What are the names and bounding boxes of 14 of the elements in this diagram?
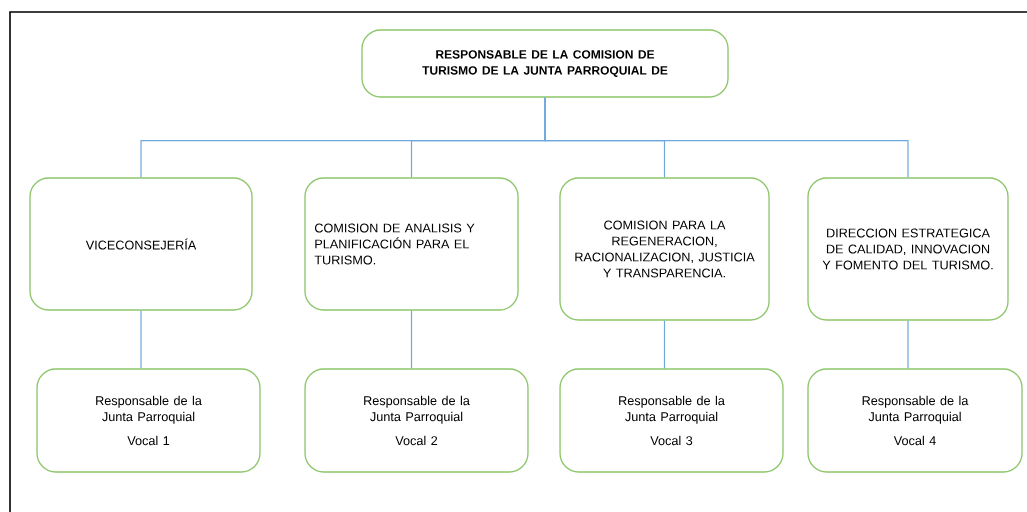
org-box: VICECONSEJERÍA [29,177,253,311]
org-box: COMISION DE ANALISIS Y PLANIFICACIÓN PARA EL TURISMO. [304,177,519,311]
org-box: DIRECCION ESTRATEGICA DE CALIDAD, INNOVACION Y FOMENTO DEL TURISMO. [807,177,1009,321]
connector-line [140,310,142,369]
org-box: RESPONSABLE DE LA COMISION DE TURISMO DE LA JUNTA PARROQUIAL DE [361,29,729,98]
connector-line [663,320,666,369]
connector-line [907,320,909,369]
org-box: Responsable de la Junta Parroquial Vocal 3 [559,368,784,473]
org-box: COMISION PARA LA REGENERACION, RACIONALIZACION, JUSTICIA Y TRANSPARENCIA. [559,177,770,321]
connector-line [544,97,909,178]
connector-line [410,310,413,369]
org-box: Responsable de la Junta Parroquial Vocal 2 [304,368,529,473]
org-box: Responsable de la Junta Parroquial Vocal 4 [807,368,1023,473]
org-box: Responsable de la Junta Parroquial Vocal 1 [36,368,261,473]
